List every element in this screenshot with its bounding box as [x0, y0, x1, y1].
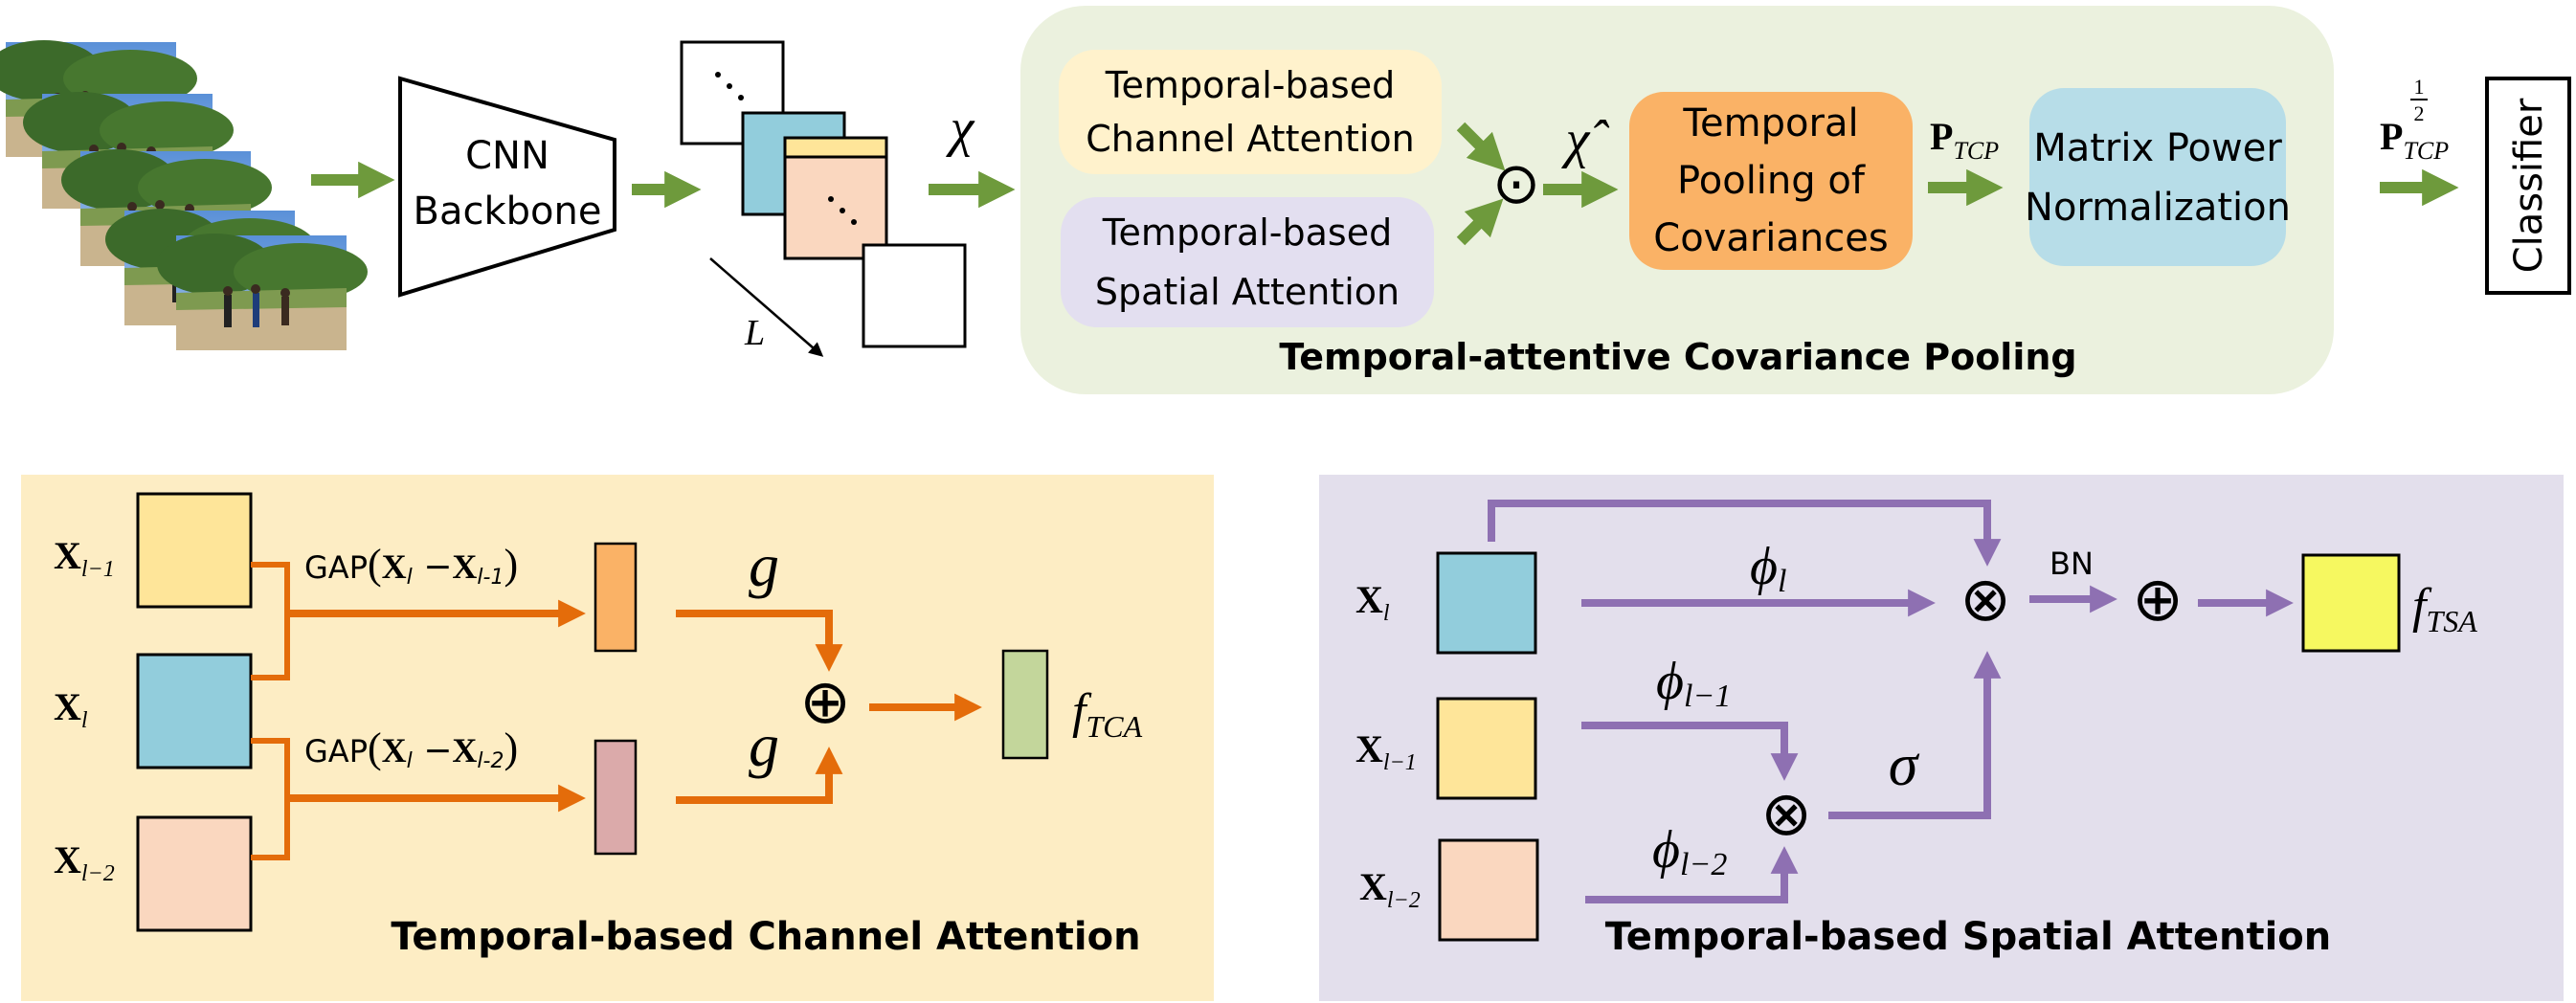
p-tcp-half-label: PTCP — [2380, 115, 2449, 165]
tca-arrow-g2-to-sum — [676, 747, 843, 804]
tca-x-prev2-box — [136, 815, 253, 932]
video-frame-5 — [157, 234, 368, 350]
tsa-arrow-phi-l1 — [1581, 722, 1799, 781]
temporal-pooling-box — [1629, 92, 1913, 270]
p-tcp-half-sup-num: 1 — [2414, 75, 2425, 99]
temporal-pooling-line2: Pooling of — [1677, 159, 1866, 203]
tsa-output-box — [2301, 553, 2401, 653]
mpn-line1: Matrix Power — [2033, 126, 2282, 170]
tca-x-cur-box — [136, 653, 253, 769]
tca-arrow-g1-to-sum — [676, 610, 843, 672]
odot-operator: ⊙ — [1492, 150, 1540, 217]
tsa-sigma-label: σ — [1889, 733, 1920, 798]
tca-gap2-label: GAP(Xl −Xl-2) — [304, 724, 518, 773]
tca-output-bar — [1001, 649, 1049, 760]
arrow-tca-to-odot — [1456, 122, 1506, 171]
cnn-backbone-shape — [398, 76, 616, 298]
mpn-line2: Normalization — [2025, 186, 2291, 230]
tca-panel-title: Temporal-based Channel Attention — [391, 915, 1140, 959]
tca-g1-label: g — [749, 531, 779, 599]
p-tcp-half-sup-den: 2 — [2414, 101, 2425, 125]
tsa-arrow-sigma — [1828, 651, 2002, 819]
temporal-axis-arrow — [709, 257, 824, 357]
classifier-label: Classifier — [2507, 98, 2551, 273]
panel-title: Temporal-attentive Covariance Pooling — [1279, 336, 2076, 378]
tsa-x-prev2-label: Xl−2 — [1359, 865, 1421, 913]
tca-bracket-top — [251, 562, 290, 680]
classifier-box — [2485, 77, 2571, 295]
p-tcp-label: PTCP — [1930, 115, 1999, 165]
tsa-arrow-phi-l2 — [1585, 846, 1799, 903]
tsa-skip-connection — [1488, 500, 2002, 567]
tca-gap1-bar — [594, 542, 638, 653]
cnn-backbone-line1: CNN — [465, 134, 549, 178]
tsa-x-prev2-box — [1438, 838, 1539, 942]
arrow-tsa-to-odot — [1456, 198, 1504, 246]
chi-label: χ — [946, 99, 975, 158]
tsa-otimes-top: ⊗ — [1960, 565, 2011, 635]
tsa-bn-label: BN — [2050, 546, 2094, 582]
tsa-box — [1061, 197, 1434, 327]
tca-x-prev-box — [136, 492, 253, 609]
tsa-box-line2: Spatial Attention — [1095, 271, 1400, 313]
tsa-output-label: fTSA — [2412, 579, 2477, 638]
tca-gap1-label: GAP(Xl −Xl-1) — [304, 541, 518, 590]
tca-oplus: ⊕ — [799, 667, 851, 738]
tca-box-line1: Temporal-based — [1105, 64, 1395, 106]
tca-x-prev-label: Xl−1 — [54, 534, 115, 582]
tca-g2-label: g — [749, 711, 779, 779]
temporal-pooling-line3: Covariances — [1653, 216, 1888, 260]
tsa-phi-l2-label: ϕl−2 — [1652, 820, 1727, 882]
tsa-x-prev-label: Xl−1 — [1355, 727, 1417, 775]
video-frames — [0, 40, 368, 350]
cnn-backbone-line2: Backbone — [414, 189, 602, 234]
tsa-phi-l-label: ϕl — [1750, 537, 1786, 599]
tca-gap2-bar — [594, 739, 638, 856]
temporal-pooling-line1: Temporal — [1682, 101, 1858, 145]
tsa-oplus: ⊕ — [2132, 565, 2184, 635]
tsa-otimes-bottom: ⊗ — [1760, 779, 1812, 850]
tsa-box-line1: Temporal-based — [1102, 212, 1392, 254]
tca-box — [1059, 50, 1442, 174]
tsa-x-cur-box — [1436, 551, 1537, 655]
tsa-panel-title: Temporal-based Spatial Attention — [1605, 915, 2332, 959]
tsa-x-cur-label: Xl — [1355, 578, 1390, 626]
tca-box-line2: Channel Attention — [1086, 118, 1414, 160]
tca-x-cur-label: Xl — [54, 685, 88, 733]
tsa-phi-l1-label: ϕl−1 — [1656, 652, 1731, 714]
matrix-power-normalization-box — [2029, 88, 2286, 266]
temporal-length-label: L — [744, 313, 765, 353]
tca-x-prev2-label: Xl−2 — [54, 838, 115, 886]
tsa-x-prev-box — [1436, 697, 1537, 800]
feature-map-stack — [680, 40, 967, 348]
